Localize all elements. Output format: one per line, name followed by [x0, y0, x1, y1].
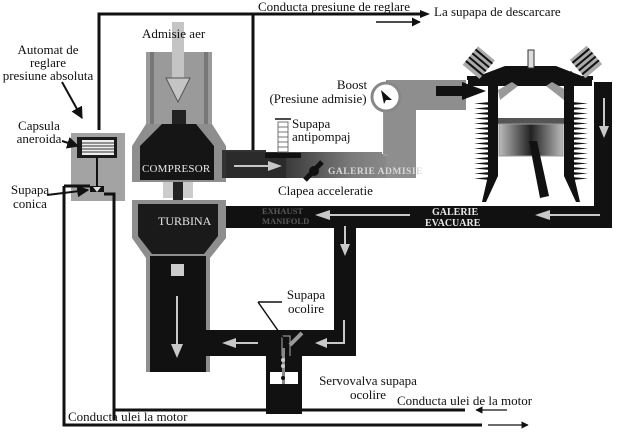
compressor — [132, 22, 266, 200]
cooling-fin — [474, 112, 490, 115]
oil-to-engine-label: Conducta ulei la motor — [68, 409, 188, 424]
boost-label-1: Boost — [336, 77, 368, 92]
regulator-label-line1: Automat de — [17, 42, 79, 57]
cooling-fin — [474, 132, 490, 135]
cooling-fin — [474, 147, 490, 150]
cooling-fin — [572, 117, 588, 120]
exhaust-gallery-label-2: EVACUARE — [425, 218, 481, 229]
air-intake-label: Admisie aer — [142, 26, 206, 41]
throttle-label: Clapea acceleratie — [278, 183, 373, 198]
cooling-fin — [474, 177, 490, 180]
cooling-fin — [572, 102, 588, 105]
anti-surge-label-1: Supapa — [292, 116, 331, 131]
regulator-label-line3: presiune absoluta — [2, 68, 94, 83]
bypass-valve-label-2: ocolire — [287, 301, 325, 316]
pressure-gauge-icon — [370, 81, 402, 154]
conical-valve — [90, 186, 104, 192]
cooling-fin — [572, 152, 588, 155]
cooling-fin — [474, 142, 490, 145]
cooling-fin — [572, 107, 588, 110]
cooling-fin — [572, 177, 588, 180]
turbine-label: TURBINA — [158, 214, 212, 228]
conical-valve-label-1: Supapa — [10, 182, 50, 197]
cooling-fin — [474, 117, 490, 120]
cooling-fin — [572, 157, 588, 160]
cooling-fin — [474, 172, 490, 175]
cooling-fin — [474, 167, 490, 170]
bypass-servo — [266, 348, 302, 414]
cooling-fin — [572, 132, 588, 135]
exhaust-gallery — [226, 82, 612, 228]
aneroid-capsule-label-1: Capsula — [18, 118, 60, 133]
oil-from-engine-label: Conducta ulei de la motor — [397, 393, 533, 408]
cooling-fin — [474, 157, 490, 160]
cooling-fin — [572, 167, 588, 170]
cylinder-wall-right — [564, 86, 588, 202]
throttle-valve — [303, 160, 324, 182]
cooling-fin — [474, 162, 490, 165]
bypass-passage — [206, 226, 356, 356]
cooling-fin — [474, 137, 490, 140]
regulating-pressure-line-label: Conducta presiune de reglare — [258, 0, 410, 14]
regulating-pressure-line — [97, 10, 430, 156]
exhaust-gallery-label-1: GALERIE — [432, 207, 478, 218]
bypass-valve-label-1: Supapa — [286, 287, 326, 302]
anti-surge-valve — [265, 118, 301, 158]
aneroid-capsule-label-2: aneroida — [16, 131, 62, 146]
cooling-fin — [572, 162, 588, 165]
cooling-fin — [572, 147, 588, 150]
cooling-fin — [474, 152, 490, 155]
bypass-servo-label-2: ocolire — [349, 387, 387, 402]
cooling-fin — [572, 137, 588, 140]
cooling-fin — [572, 172, 588, 175]
bypass-servo-label-1: Servovalva supapa — [319, 373, 417, 388]
label-pointers — [46, 81, 90, 198]
cooling-fin — [474, 102, 490, 105]
cylinder-wall-left — [474, 86, 498, 202]
regulator-label-line2: reglare — [29, 55, 67, 70]
aneroid-capsule — [82, 140, 114, 155]
exhaust-manifold-label-1: EXHAUST — [262, 206, 303, 216]
cooling-fin — [572, 142, 588, 145]
cooling-fin — [572, 112, 588, 115]
turbine — [132, 200, 226, 372]
intake-manifold-label: GALERIE ADMISIE — [328, 167, 423, 177]
exhaust-manifold-label-2: MANIFOLD — [262, 216, 309, 226]
pressure-regulator — [64, 133, 125, 420]
conical-valve-label-2: conica — [13, 196, 47, 211]
engine-cylinder — [462, 45, 603, 202]
anti-surge-label-2: antipompaj — [292, 129, 351, 144]
cooling-fin — [572, 122, 588, 125]
to-discharge-valve-label: La supapa de descarcare — [434, 4, 561, 19]
cooling-fin — [474, 127, 490, 130]
cooling-fin — [474, 122, 490, 125]
boost-label-2: (Presiune admisie) — [269, 91, 367, 106]
cooling-fin — [474, 107, 490, 110]
compressor-label: COMPRESOR — [142, 163, 211, 175]
cooling-fin — [572, 127, 588, 130]
